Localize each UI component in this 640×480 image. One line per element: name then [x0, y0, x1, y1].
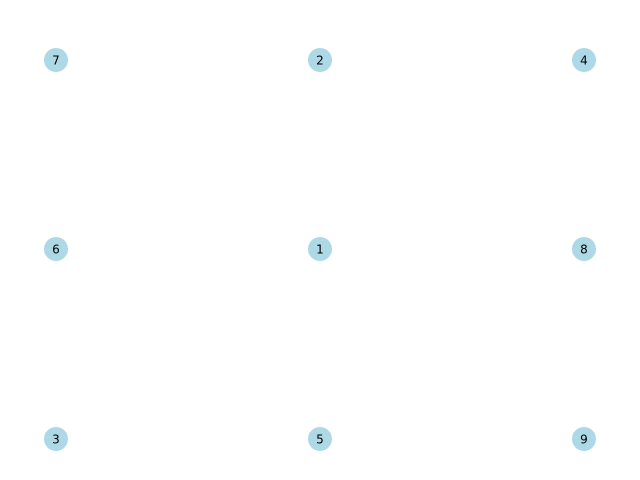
- node-label: 5: [316, 433, 324, 447]
- node-circle: [308, 427, 332, 451]
- node-9: 9: [572, 427, 596, 451]
- node-label: 9: [580, 433, 588, 447]
- node-circle: [572, 48, 596, 72]
- node-circle: [572, 237, 596, 261]
- node-label: 6: [52, 243, 60, 257]
- node-8: 8: [572, 237, 596, 261]
- node-label: 1: [316, 243, 324, 257]
- node-label: 3: [52, 433, 60, 447]
- node-5: 5: [308, 427, 332, 451]
- node-circle: [44, 48, 68, 72]
- node-circle: [44, 237, 68, 261]
- node-6: 6: [44, 237, 68, 261]
- node-circle: [572, 427, 596, 451]
- node-label: 8: [580, 243, 588, 257]
- node-2: 2: [308, 48, 332, 72]
- node-1: 1: [308, 237, 332, 261]
- node-label: 4: [580, 54, 588, 68]
- node-3: 3: [44, 427, 68, 451]
- node-label: 7: [52, 54, 60, 68]
- node-label: 2: [316, 54, 324, 68]
- node-7: 7: [44, 48, 68, 72]
- node-circle: [308, 237, 332, 261]
- node-4: 4: [572, 48, 596, 72]
- node-circle: [44, 427, 68, 451]
- node-circle: [308, 48, 332, 72]
